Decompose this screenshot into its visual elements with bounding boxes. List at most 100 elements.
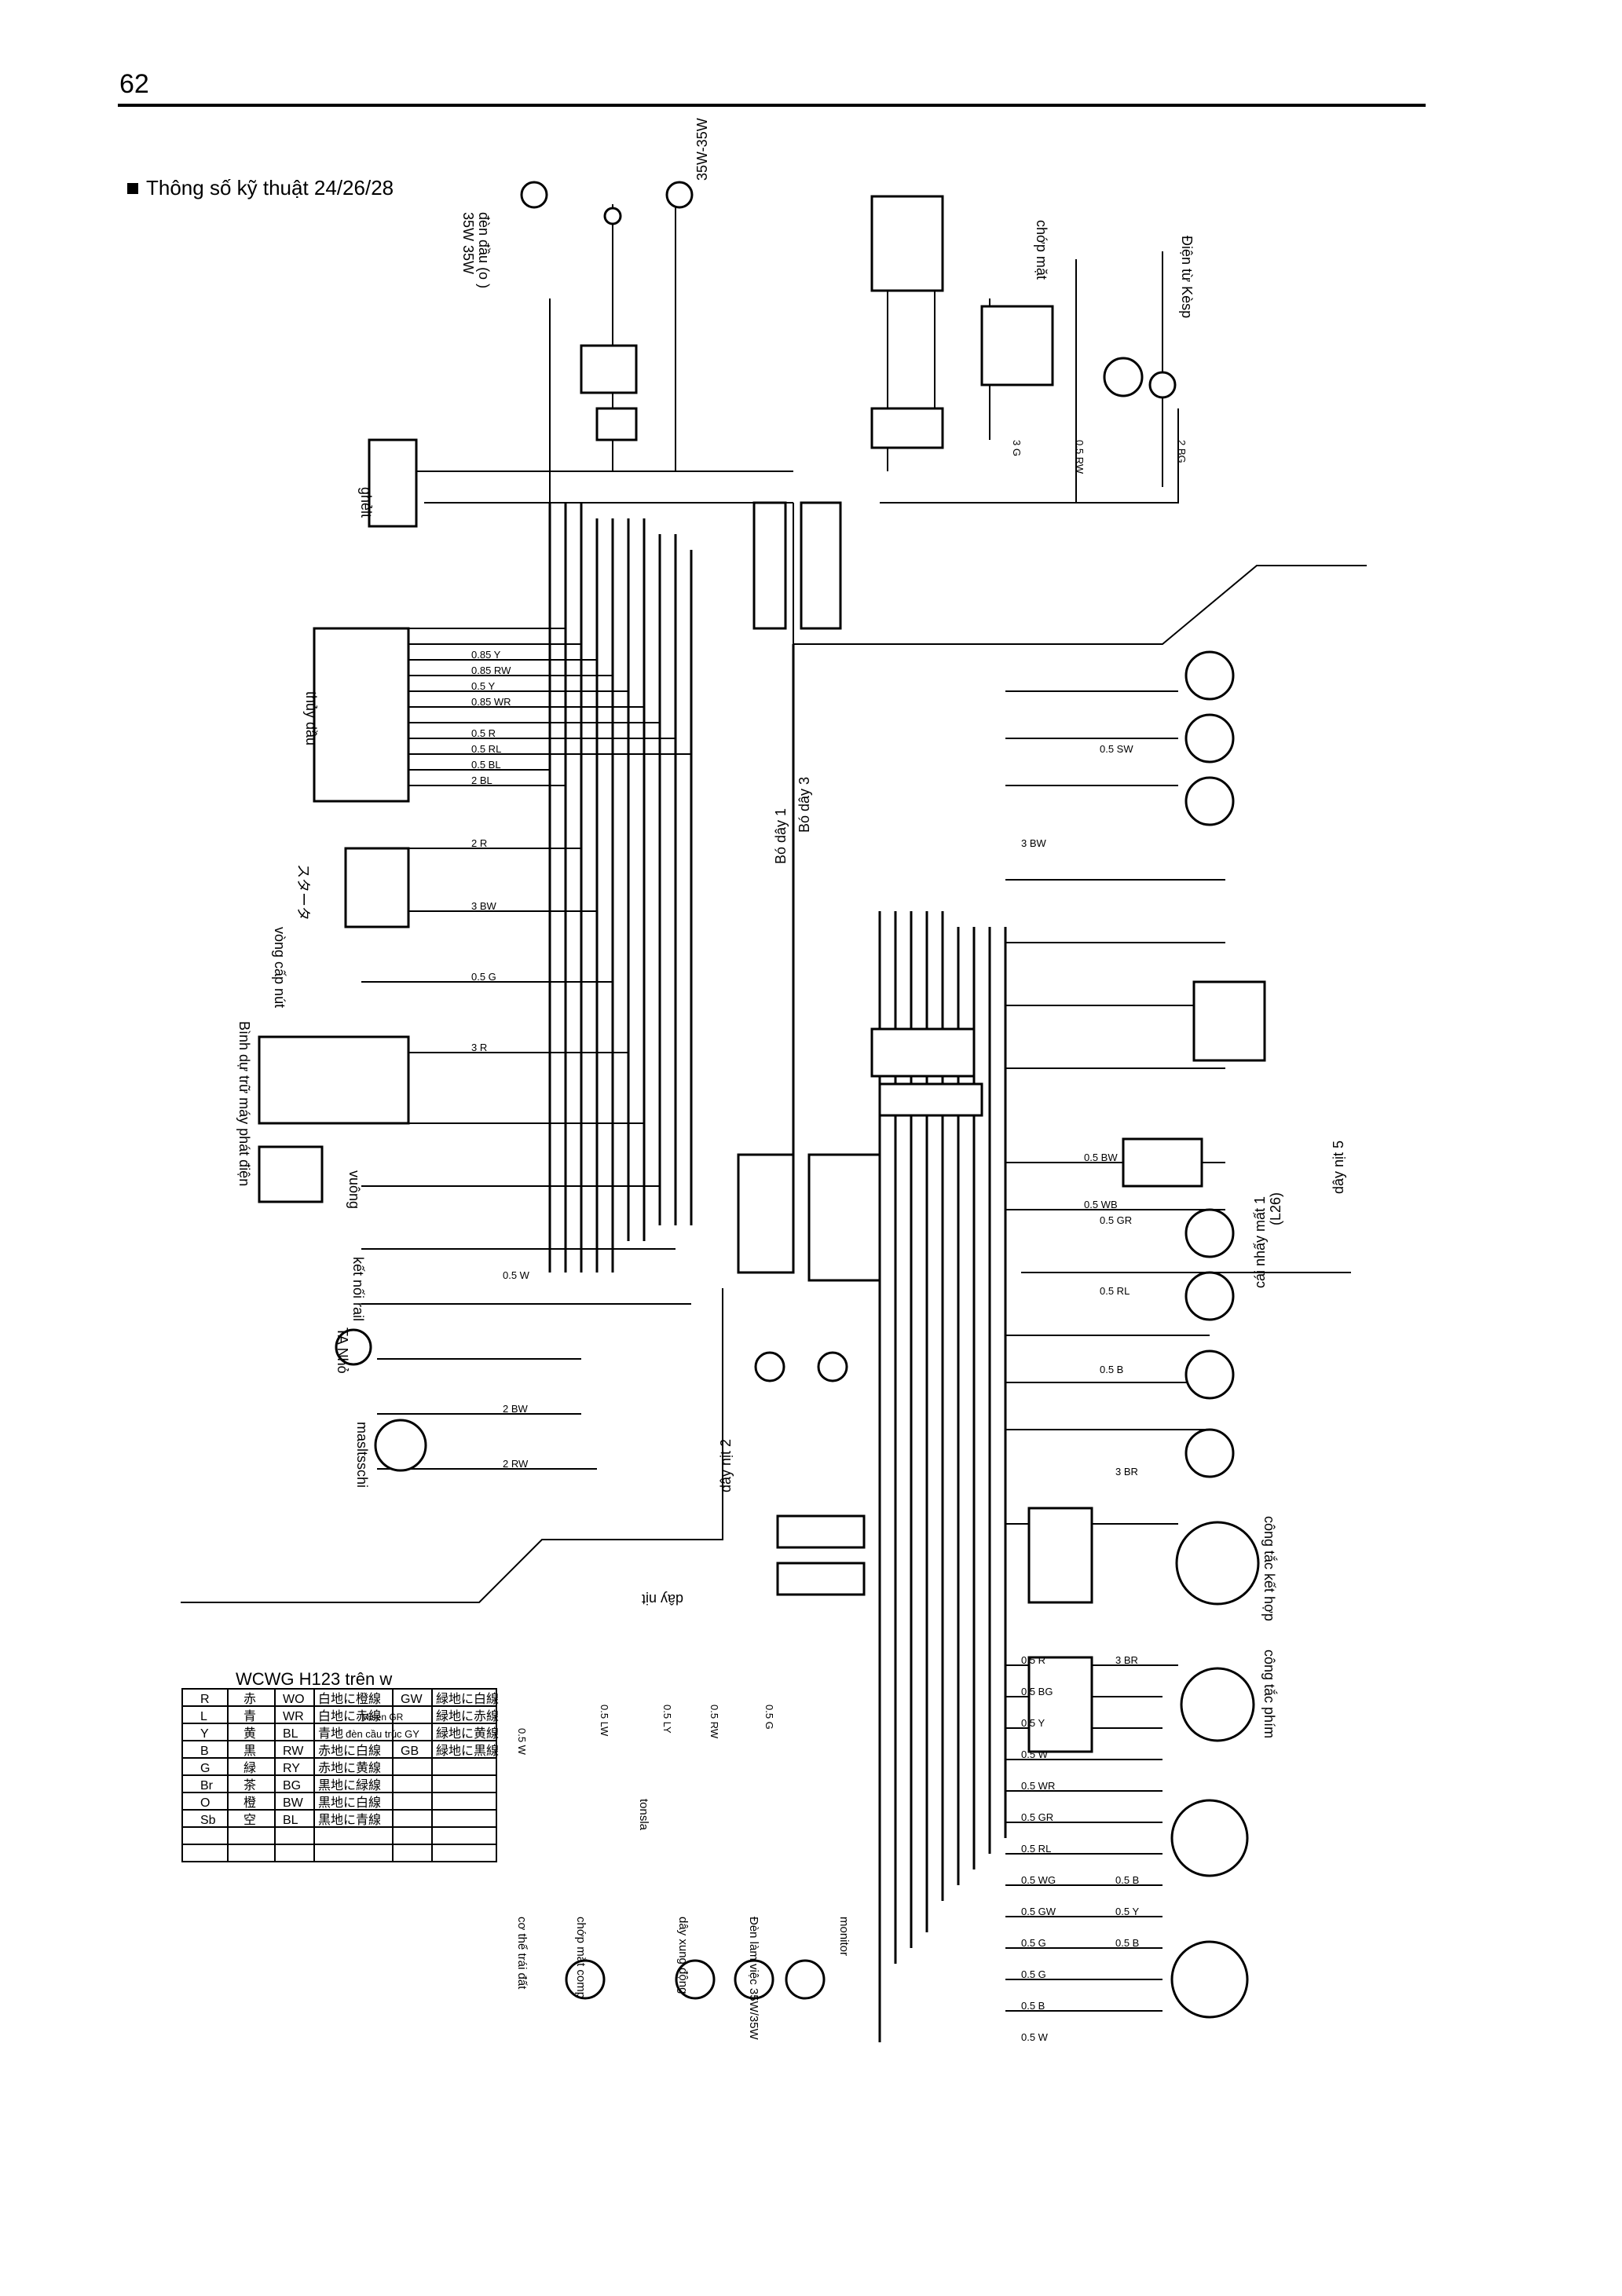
wire-label-29: 3 BW (1021, 837, 1047, 849)
relay-box-2 (1122, 1137, 1203, 1188)
horn-icon (1103, 357, 1144, 397)
ct-r3-c2: RW (283, 1745, 304, 1758)
meter-connector-1-icon (1170, 1799, 1249, 1877)
ct-r1-c0: L (200, 1710, 207, 1723)
wire-label-13: 0.5 W (503, 1269, 530, 1281)
spec-title: Thông số kỹ thuật 24/26/28 (127, 176, 394, 200)
bottom-lamp-1-icon (565, 1959, 606, 2000)
header-rule (118, 104, 1426, 107)
starter-relay (344, 847, 410, 928)
bottom-lamp-4-icon (785, 1959, 826, 2000)
key-switch-icon (1180, 1667, 1255, 1742)
top-right-bus (880, 408, 1179, 504)
ct-r5-c2: BG (283, 1779, 301, 1792)
ct-r2-c4: đèn cầu trúc GY (346, 1728, 419, 1740)
combo-switch-label: công tắc kết hợp (1261, 1516, 1278, 1621)
connector-j3 (737, 1153, 795, 1274)
connector-side-label: kết nối rail (350, 1257, 366, 1321)
divider-top-right (793, 565, 1367, 645)
flasher-box (980, 305, 1054, 386)
wire-label-42: 0.5 RW (708, 1705, 720, 1739)
wire-label-44: 0.5 B (1021, 2000, 1045, 2012)
wire-label-24: 0.5 WG (1021, 1874, 1056, 1886)
blink-comp-label: chớp mắt comp (574, 1917, 588, 1998)
ct-r3-c5: 緑地に黒線 (436, 1744, 499, 1758)
wire-label-20: 0.5 W (1021, 1749, 1049, 1760)
wire-label-9: 2 R (471, 837, 487, 849)
wire-label-31: 2 BG (1176, 440, 1188, 463)
ct-r6-c2: BW (283, 1796, 304, 1810)
ct-r4-c0: G (200, 1762, 210, 1775)
wire-label-22: 0.5 GR (1021, 1811, 1053, 1823)
ct-r0-c5: 緑地に白線 (436, 1692, 499, 1706)
wire-label-10: 3 BW (471, 900, 497, 912)
horn-relay-label: chớp mặt (1034, 220, 1049, 280)
connector-j12 (580, 344, 638, 394)
ct-r1-c4: Misen GR (361, 1712, 404, 1723)
spec-title-text: Thông số kỹ thuật 24/26/28 (146, 176, 394, 200)
color-table-cols (227, 1689, 433, 1862)
alternator-label: Bình dự trữ máy phát điện (236, 1021, 252, 1186)
left-feed-lines (361, 848, 691, 1470)
alternator-module (258, 1035, 410, 1125)
wire-label-11: 0.5 G (471, 971, 496, 983)
ct-r2-c1: 黄 (243, 1727, 256, 1741)
lamp-4-icon (1184, 1349, 1235, 1400)
ct-r2-c2: BL (283, 1727, 298, 1741)
ct-r2-c3: 青地 (318, 1727, 343, 1741)
ct-r3-c4: GB (401, 1745, 419, 1758)
small-lamp-icon (335, 1328, 372, 1366)
key-switch-label: công tắc phím (1261, 1650, 1278, 1738)
ct-r7-c1: 空 (243, 1813, 256, 1827)
horn-coil-label: Điện từ Kèsp (1179, 236, 1195, 318)
mashtachi-label: masltsschi (354, 1422, 370, 1488)
combo-switch-icon (1175, 1521, 1260, 1606)
relay-ghelt (368, 438, 418, 528)
connector-j9 (1027, 1507, 1093, 1604)
ct-r7-c0: Sb (200, 1814, 216, 1827)
ghost-label: ghẻlt (358, 487, 374, 518)
wire-label-3: 0.5 Y (471, 680, 495, 692)
harness-2-label: dây nịt 2 (718, 1439, 734, 1492)
horn-relay-box (870, 195, 944, 292)
wire-label-14: 2 BW (503, 1403, 529, 1415)
wire-label-43: 0.5 G (763, 1705, 775, 1730)
connector-j13 (595, 407, 638, 441)
lamp-2-icon (1184, 713, 1235, 764)
wire-label-40: 0.5 LW (599, 1705, 610, 1737)
connector-j2 (800, 501, 842, 630)
wire-label-41: 0.5 LY (661, 1705, 673, 1734)
wire-label-17: 0.5 R (1021, 1654, 1045, 1666)
wire-label-28: 3 BR (1115, 1654, 1138, 1666)
ct-r1-c3: 白地に赤線 (318, 1709, 381, 1723)
wire-label-19: 0.5 Y (1021, 1717, 1045, 1729)
diagram-frame (181, 204, 1367, 2042)
ct-r0-c4: GW (401, 1693, 423, 1706)
connector-j6 (878, 1082, 983, 1117)
flasher-lamp-1-icon (1184, 1208, 1235, 1258)
wire-label-37: 0.5 BW (1084, 1152, 1118, 1163)
ground-node-icon (603, 207, 622, 225)
wire-label-4: 0.85 WR (471, 696, 511, 708)
sensor-1-icon (754, 1351, 785, 1382)
wire-label-7: 0.5 BL (471, 759, 501, 771)
ct-r4-c3: 赤地に黄線 (318, 1761, 381, 1775)
ct-r0-c3: 白地に橙線 (318, 1692, 381, 1706)
wire-label-33: 0.5 RW (1074, 440, 1086, 474)
hydraulic-label: thủy dầu (303, 691, 319, 745)
wire-label-34: 0.5 GR (1100, 1214, 1132, 1226)
tonsla-label: tonsla (637, 1799, 650, 1831)
wire-label-8: 2 BL (471, 774, 492, 786)
harness-label: dây nịt (642, 1591, 683, 1607)
monitor-label: monitor (837, 1917, 851, 1956)
ct-r6-c3: 黒地に白線 (318, 1796, 381, 1810)
ct-r1-c2: WR (283, 1710, 304, 1723)
bottom-lamp-3-icon (734, 1959, 774, 2000)
wire-label-15: 2 RW (503, 1458, 529, 1470)
wire-label-21: 0.5 WR (1021, 1780, 1055, 1792)
wire-label-38: 0.5 WB (1084, 1199, 1118, 1210)
top-bus (393, 471, 794, 644)
wire-label-45: 0.5 W (1021, 2031, 1049, 2043)
wire-label-18: 0.5 BG (1021, 1686, 1053, 1697)
